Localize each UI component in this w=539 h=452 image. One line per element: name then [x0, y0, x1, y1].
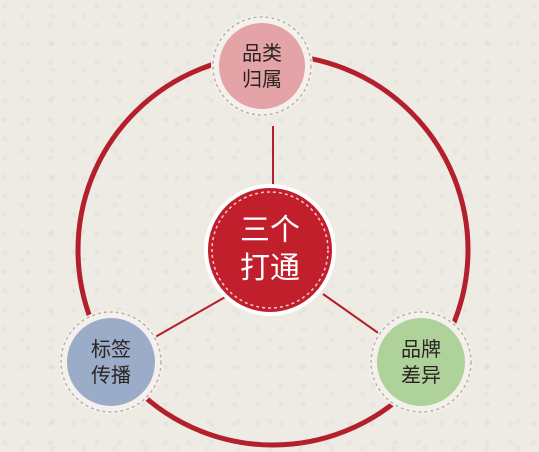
left-line-2: 传播	[91, 363, 131, 387]
right-line-1: 品牌	[401, 337, 441, 361]
center-node-dashed-ring	[211, 191, 329, 309]
center-node-label: 三个 打通	[206, 186, 334, 314]
top-line-1: 品类	[242, 41, 282, 65]
connector-right	[322, 293, 385, 338]
left-line-1: 标签	[91, 337, 131, 361]
top-node-shape	[219, 23, 305, 109]
top-node-dashed-ring	[212, 16, 312, 116]
top-line-2: 归属	[242, 67, 282, 91]
right-node-shape	[377, 318, 465, 406]
left-node-shape	[67, 318, 155, 406]
left-node-dashed-ring	[60, 311, 162, 413]
center-line-1: 三个	[240, 213, 300, 248]
center-node-shape	[204, 184, 336, 316]
top-node-label: 品类 归属	[212, 16, 312, 116]
left-node-label: 标签 传播	[61, 312, 161, 412]
center-line-2: 打通	[240, 251, 300, 286]
right-node-label: 品牌 差异	[371, 312, 471, 412]
connector-left	[149, 295, 228, 341]
right-line-2: 差异	[401, 363, 441, 387]
right-node-dashed-ring	[370, 311, 472, 413]
